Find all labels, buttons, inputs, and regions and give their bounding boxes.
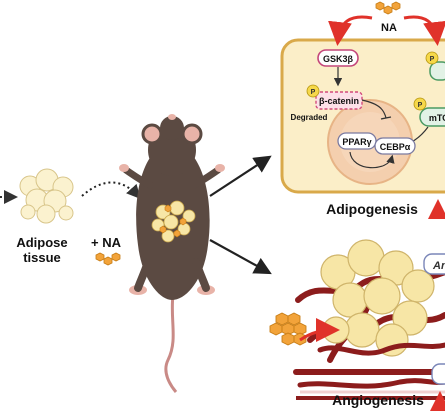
bcatenin-box — [315, 91, 363, 110]
treatment-label: + NA — [91, 235, 122, 250]
mtor-box — [419, 107, 445, 127]
box-an-label: An — [432, 260, 445, 272]
red-arrow-right — [403, 15, 445, 46]
mouse-illustration — [119, 114, 225, 393]
ppar-label: PPARγ — [342, 137, 371, 147]
dotted-curve-arrow — [81, 181, 141, 199]
cebp-label: CEBPα — [380, 142, 411, 152]
adipose-tissue-cluster — [19, 168, 74, 224]
upper-right-box — [429, 61, 445, 81]
fat-cells-cluster — [320, 239, 435, 357]
gsk3b-label: GSK3β — [323, 54, 354, 64]
box-an — [423, 253, 445, 275]
vessels-overlay — [297, 342, 445, 389]
red-arrow-left — [328, 15, 373, 46]
na-molecule-icon — [95, 252, 121, 266]
arrow-to-angiogenesis — [209, 239, 272, 275]
cebp-box — [374, 137, 416, 155]
na-top-icon — [375, 1, 401, 15]
arrow-to-adipogenesis — [209, 155, 272, 197]
na-to-vessel-arrow — [299, 318, 340, 343]
gsk3b-box — [317, 49, 359, 67]
phospho-label-1: P — [311, 89, 316, 96]
phospho-icon — [306, 84, 320, 98]
phospho-label-3: P — [430, 56, 435, 63]
phospho-icon-3 — [425, 51, 439, 65]
mouse-na-molecules — [159, 204, 187, 238]
angiogenesis-label: Angiogenesis — [332, 392, 424, 408]
adipose-label-line1: Adipose — [16, 235, 67, 250]
inhibition-line — [361, 99, 387, 119]
box-lower — [431, 363, 445, 385]
degraded-label: Degraded — [291, 113, 328, 122]
angiogenesis-na-icon — [269, 312, 307, 346]
ppar-cebp-loop — [349, 151, 395, 169]
phospho-label-2: P — [418, 102, 423, 109]
bcatenin-label: β-catenin — [319, 96, 359, 106]
adipogenesis-label: Adipogenesis — [326, 201, 418, 217]
adipose-label-line2: tissue — [23, 250, 61, 265]
mtor-label: mTO — [429, 113, 445, 123]
phospho-icon-2 — [413, 97, 427, 111]
na-top-label: NA — [381, 22, 397, 34]
